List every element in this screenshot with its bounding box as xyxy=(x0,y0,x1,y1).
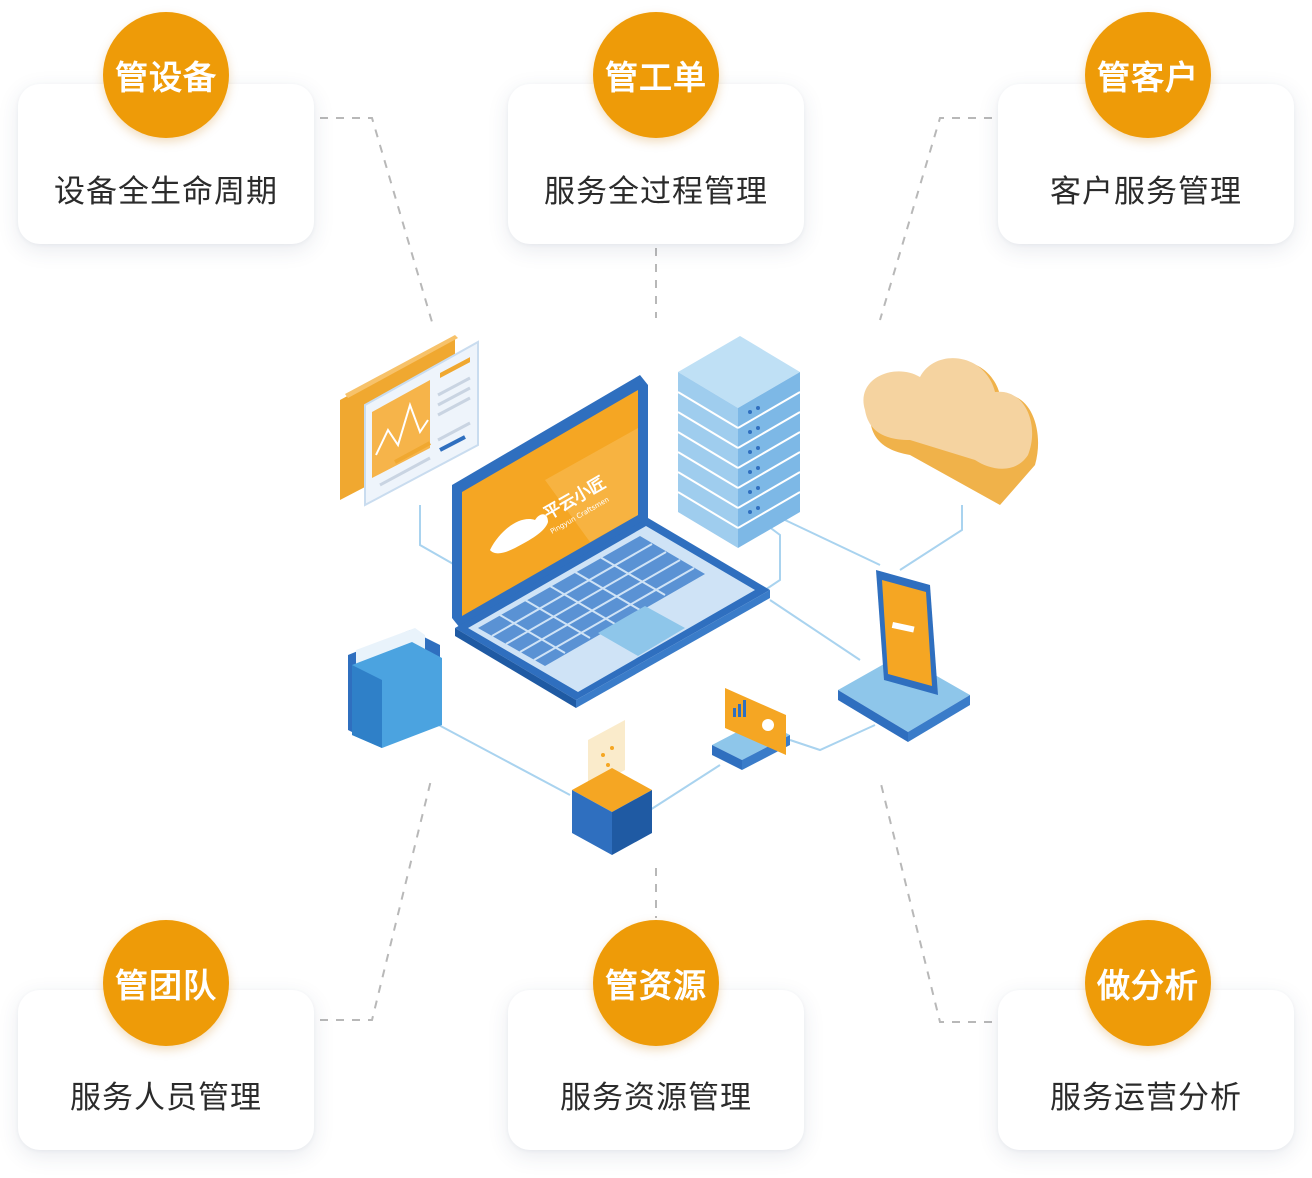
card-analysis-desc: 服务运营分析 xyxy=(1050,1080,1242,1116)
card-resource-desc: 服务资源管理 xyxy=(560,1080,752,1116)
phone-icon xyxy=(838,570,970,742)
card-workorder-desc: 服务全过程管理 xyxy=(544,174,768,210)
laptop-icon: 平云小匠 Pingyun Craftsmen xyxy=(452,375,770,708)
dashboard-window-icon xyxy=(340,335,479,507)
card-device-desc: 设备全生命周期 xyxy=(54,174,278,210)
cloud-icon xyxy=(863,358,1039,505)
card-resource: 服务资源管理 xyxy=(508,990,804,1150)
badge-analysis: 做分析 xyxy=(1085,920,1211,1046)
dashed-connectors xyxy=(320,117,992,1023)
server-rack-icon xyxy=(677,336,801,548)
badge-workorder: 管工单 xyxy=(593,12,719,138)
analytics-card-icon xyxy=(712,688,790,770)
folder-icon xyxy=(348,628,442,748)
badge-team: 管团队 xyxy=(103,920,229,1046)
card-customer-desc: 客户服务管理 xyxy=(1050,174,1242,210)
badge-customer: 管客户 xyxy=(1085,12,1211,138)
card-team-desc: 服务人员管理 xyxy=(70,1080,262,1116)
resource-box-icon xyxy=(572,720,652,855)
network-lines xyxy=(419,505,963,811)
badge-resource: 管资源 xyxy=(593,920,719,1046)
laptop-logo-mark xyxy=(490,514,548,554)
badge-device: 管设备 xyxy=(103,12,229,138)
